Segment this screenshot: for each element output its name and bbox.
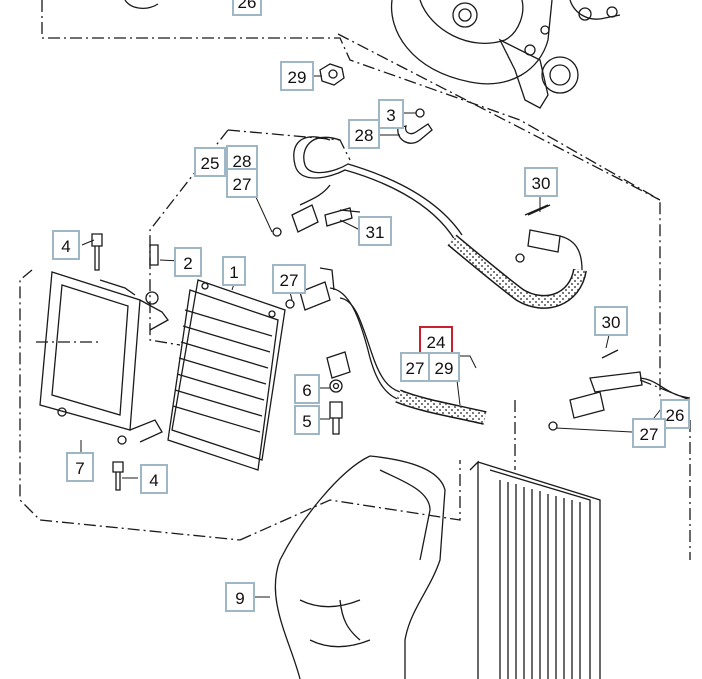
clip-28 bbox=[397, 123, 433, 144]
oil-cooler bbox=[167, 279, 286, 471]
callout-28[interactable]: 28 bbox=[348, 119, 380, 149]
callout-1[interactable]: 1 bbox=[222, 256, 246, 286]
nut-29 bbox=[319, 63, 345, 86]
callout-26-top[interactable]: 26 bbox=[232, 0, 262, 16]
leader-lines bbox=[80, 75, 665, 598]
callout-9[interactable]: 9 bbox=[225, 582, 255, 612]
callout-27-right[interactable]: 27 bbox=[632, 418, 666, 448]
callout-29-hose[interactable]: 29 bbox=[428, 352, 460, 382]
callout-25[interactable]: 25 bbox=[194, 147, 226, 177]
bracket-frame bbox=[39, 271, 169, 445]
radiator bbox=[469, 460, 601, 679]
callout-29[interactable]: 29 bbox=[280, 61, 314, 91]
callout-4-bottom[interactable]: 4 bbox=[140, 464, 168, 494]
callout-2[interactable]: 2 bbox=[174, 247, 202, 277]
callout-4-top[interactable]: 4 bbox=[52, 230, 80, 260]
hose-lower bbox=[329, 287, 401, 401]
upper-cooler-pipe bbox=[293, 136, 456, 241]
callout-26[interactable]: 26 bbox=[660, 399, 690, 429]
callout-31[interactable]: 31 bbox=[358, 216, 392, 246]
callout-27-hose[interactable]: 27 bbox=[400, 352, 430, 382]
callout-27-mid[interactable]: 27 bbox=[272, 264, 306, 294]
transmission-housing bbox=[124, 0, 621, 109]
callout-27-upper[interactable]: 27 bbox=[226, 168, 258, 198]
callout-7[interactable]: 7 bbox=[66, 452, 94, 482]
callout-5[interactable]: 5 bbox=[294, 405, 320, 435]
callout-30-top[interactable]: 30 bbox=[524, 167, 558, 197]
callout-30-right[interactable]: 30 bbox=[594, 306, 628, 336]
air-duct bbox=[274, 455, 446, 679]
callout-6[interactable]: 6 bbox=[294, 374, 320, 404]
callout-3[interactable]: 3 bbox=[378, 99, 404, 129]
